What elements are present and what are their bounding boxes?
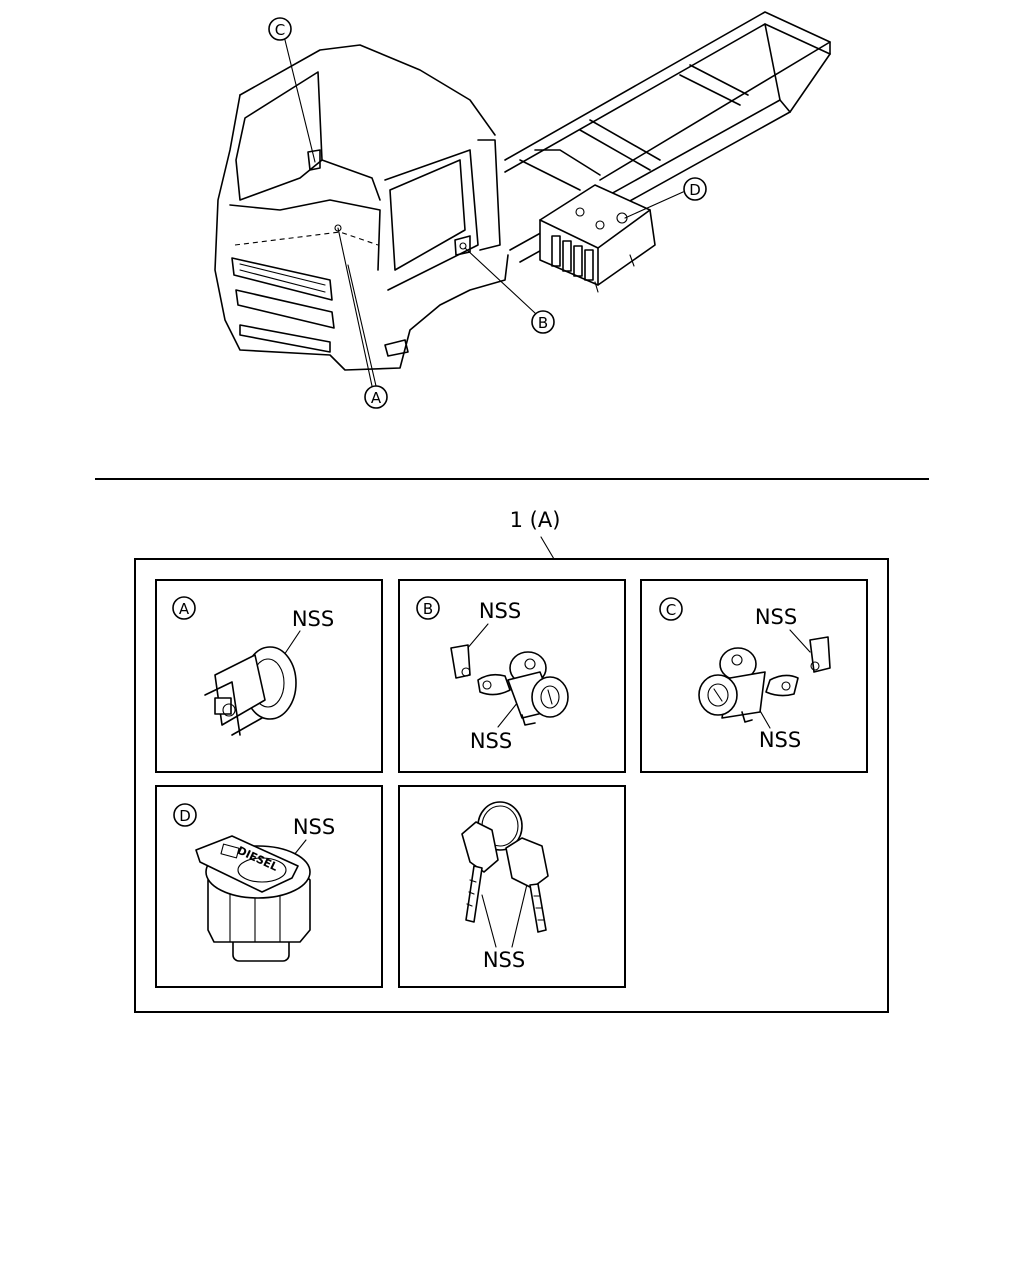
keys-panel: NSS	[398, 785, 626, 988]
kit-label: 1 (A)	[510, 508, 561, 532]
part-c-nss-label-top: NSS	[755, 605, 797, 629]
part-c-nss-label-bottom: NSS	[759, 728, 801, 752]
door-lock-drawing-c	[698, 636, 831, 723]
callout-a: A	[337, 227, 388, 409]
svg-text:D: D	[689, 181, 701, 199]
keys-drawing	[461, 801, 549, 933]
part-b-nss-label-bottom: NSS	[470, 729, 512, 753]
hood-lock-drawing	[204, 646, 297, 736]
part-c-panel: C NSS NSS	[640, 579, 868, 773]
svg-text:A: A	[179, 600, 190, 618]
callout-d: D	[624, 177, 707, 219]
keys-nss-label: NSS	[483, 948, 525, 972]
svg-text:A: A	[371, 389, 382, 407]
part-a-nss-label: NSS	[292, 607, 334, 631]
kit-label-group: 1 (A)	[510, 508, 561, 560]
callout-c: C	[268, 17, 316, 163]
fuel-tank	[539, 184, 656, 293]
kit-frame	[134, 558, 889, 1013]
callout-b: B	[464, 247, 555, 334]
part-d-nss-label: NSS	[293, 815, 335, 839]
truck-overview-illustration: C A B D	[214, 11, 831, 409]
svg-text:B: B	[538, 314, 548, 332]
door-lock-drawing-b	[450, 644, 569, 726]
svg-text:C: C	[666, 601, 676, 619]
svg-text:B: B	[423, 600, 433, 618]
fuel-cap-drawing: DIESEL	[195, 835, 311, 962]
part-a-panel: A NSS	[155, 579, 383, 773]
part-b-panel: B NSS NSS	[398, 579, 626, 773]
part-d-panel: D NSS DIESEL	[155, 785, 383, 988]
svg-text:D: D	[179, 807, 191, 825]
part-b-nss-label-top: NSS	[479, 599, 521, 623]
svg-text:C: C	[275, 21, 285, 39]
